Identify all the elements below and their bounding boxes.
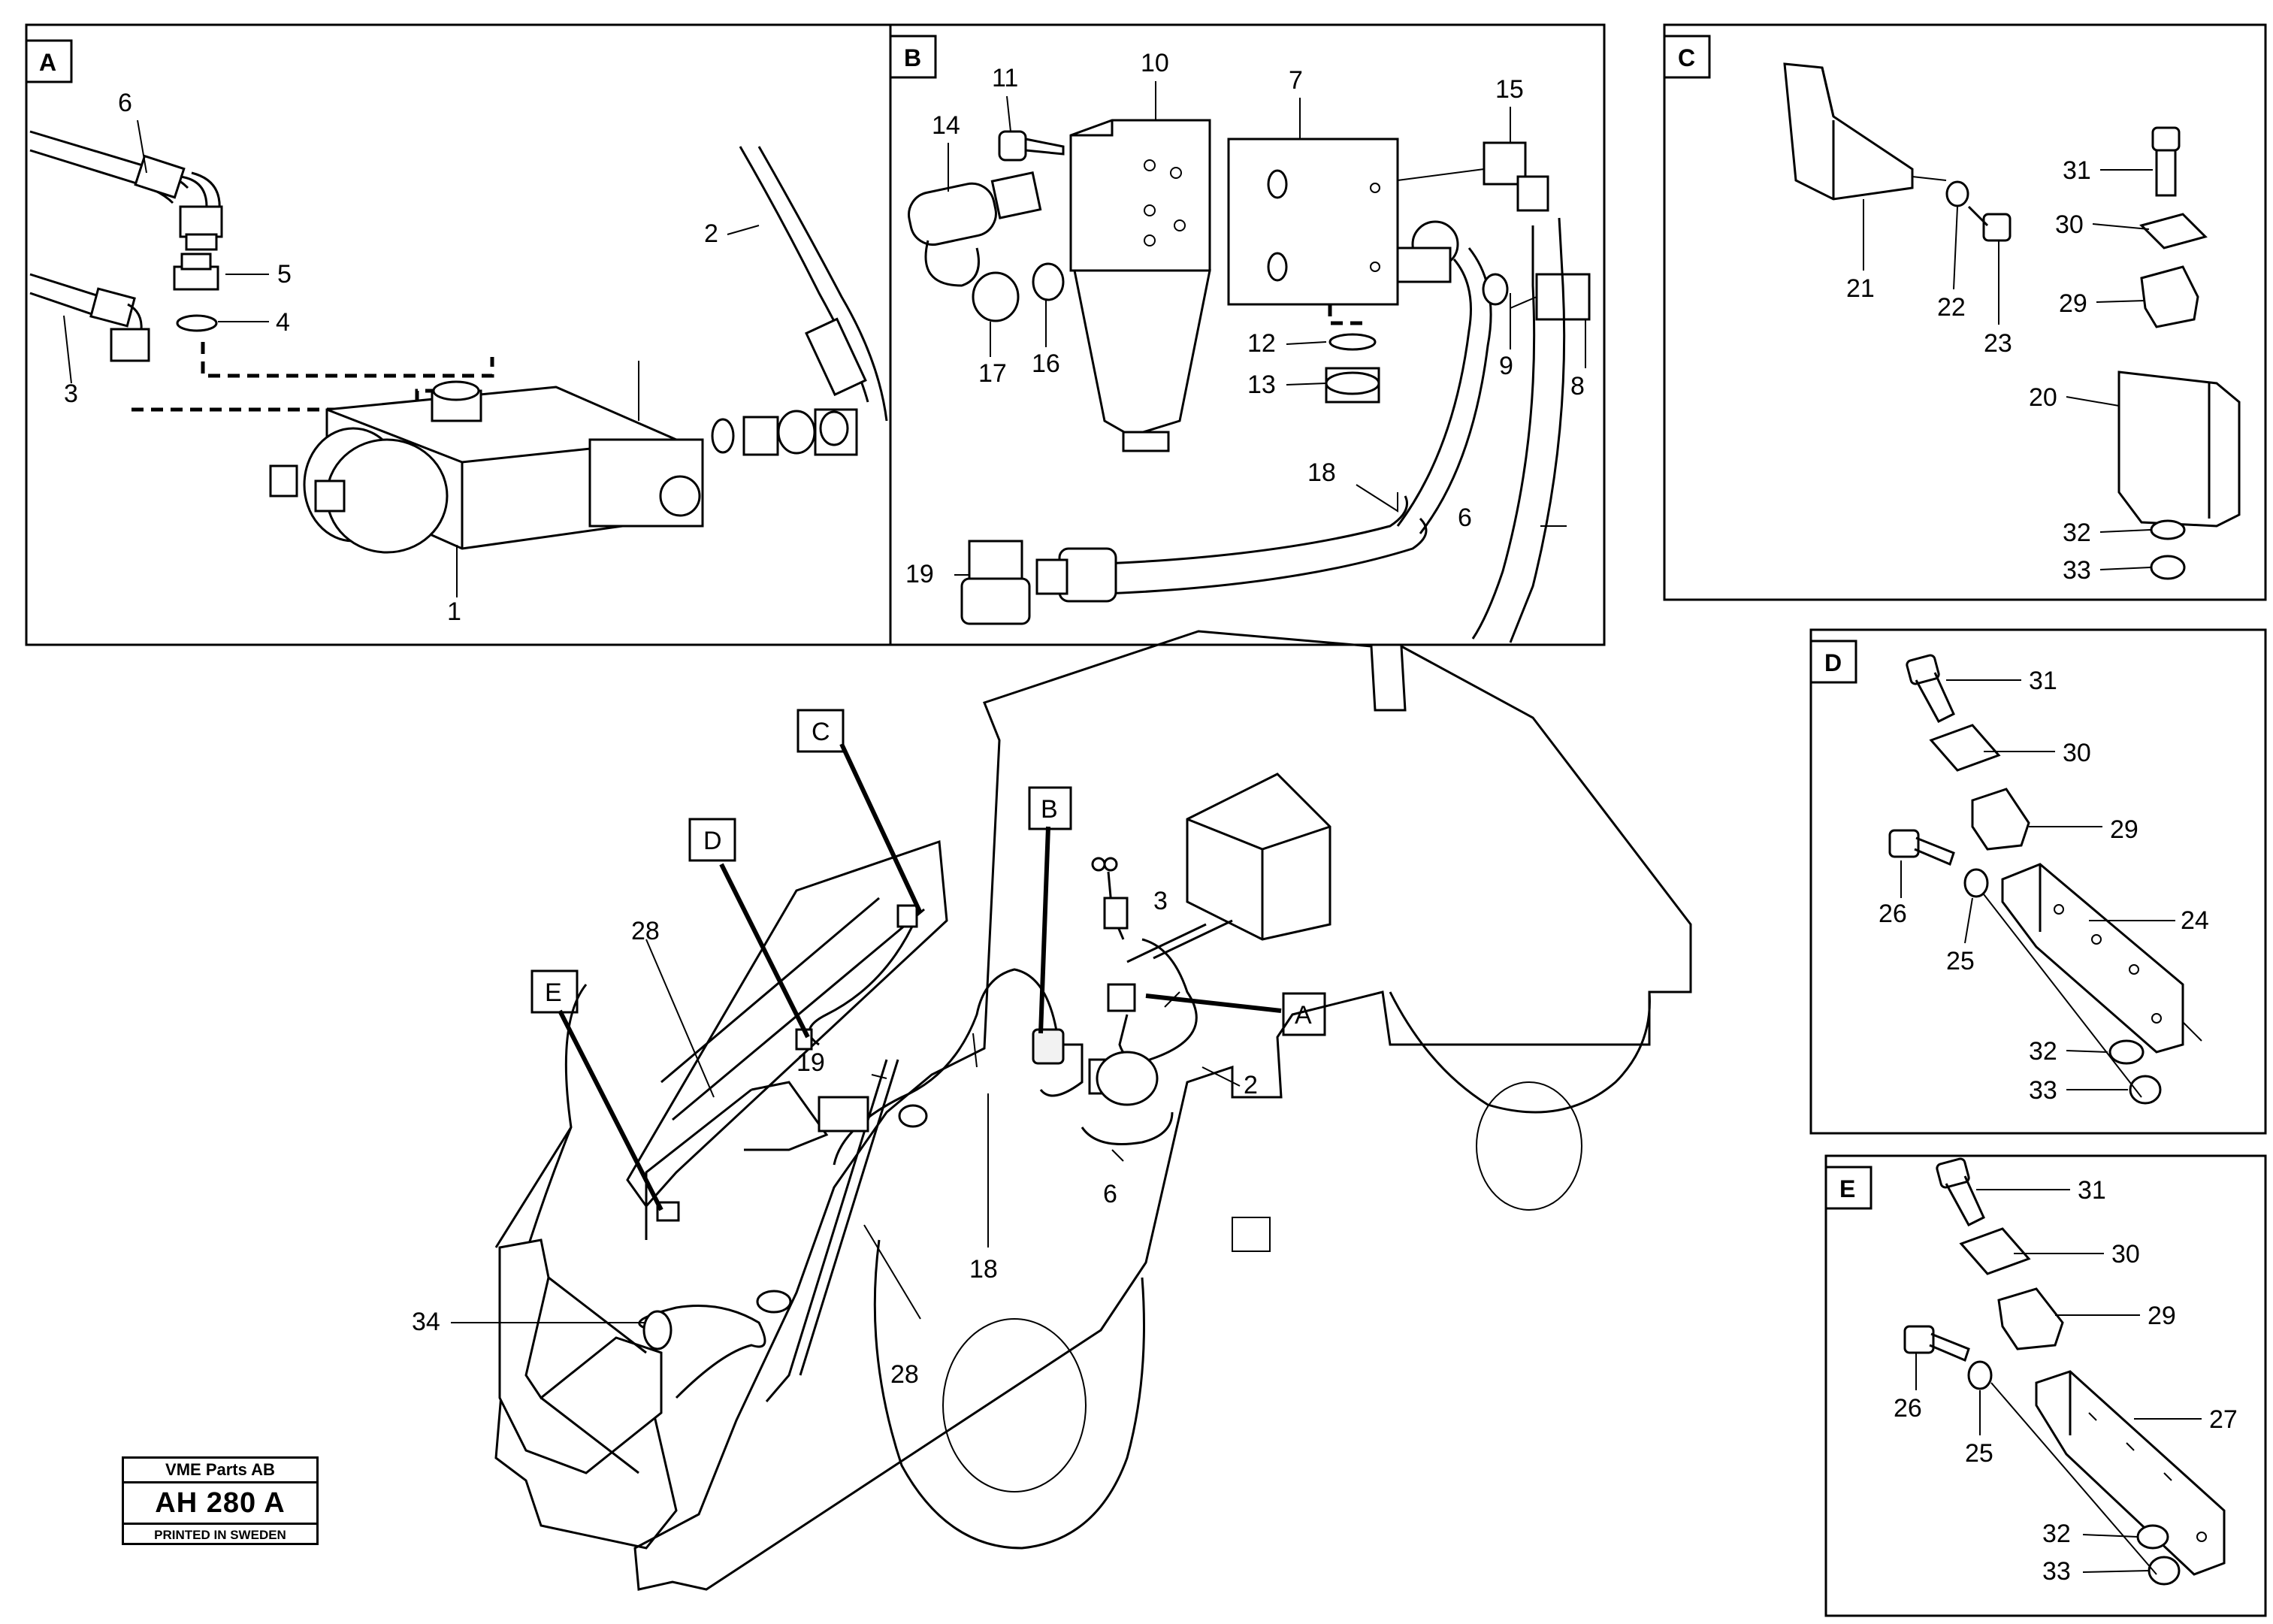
callout-b-15: 15 [1495,75,1524,104]
callout-main-34: 34 [412,1308,440,1336]
callout-c-22: 22 [1937,293,1966,322]
panel-e-label: E [1839,1175,1855,1202]
callout-c-32: 32 [2063,519,2091,547]
callout-d-30: 30 [2063,739,2091,767]
detail-panel-b: B [889,23,1606,646]
machine-overview [451,630,1692,1591]
printed-note: PRINTED IN SWEDEN [154,1528,286,1542]
marker-c: C [812,718,830,746]
marker-b: B [1041,795,1058,824]
callout-b-10: 10 [1141,49,1169,77]
callout-main-28-bottom: 28 [890,1360,919,1389]
callout-main-28-top: 28 [631,917,660,945]
callout-b-8: 8 [1570,372,1585,401]
callout-b-13: 13 [1247,370,1276,399]
callout-b-16: 16 [1032,349,1060,378]
callout-d-29: 29 [2110,815,2138,844]
callout-c-31: 31 [2063,156,2091,185]
callout-b-19: 19 [905,560,934,588]
callout-b-7: 7 [1289,66,1303,95]
callout-c-29: 29 [2059,289,2087,318]
callout-b-12: 12 [1247,329,1276,358]
callout-a-4: 4 [276,308,290,337]
callout-c-20: 20 [2029,383,2057,412]
callout-main-19: 19 [796,1048,825,1077]
callout-e-26: 26 [1894,1394,1922,1423]
marker-e: E [545,978,562,1007]
callout-c-30: 30 [2055,210,2084,239]
callout-e-33: 33 [2042,1557,2071,1586]
callout-e-29: 29 [2148,1302,2176,1330]
detail-panel-e: E [1824,1154,2267,1617]
callout-b-17: 17 [978,359,1007,388]
title-block: VME Parts AB AH 280 A PRINTED IN SWEDEN [122,1456,319,1545]
detail-panel-c: C [1663,23,2267,601]
callout-e-31: 31 [2078,1176,2106,1205]
callout-a-5: 5 [277,260,292,289]
callout-c-33: 33 [2063,556,2091,585]
callout-d-33: 33 [2029,1076,2057,1105]
callout-labels: 6 5 4 3 2 1 11 10 7 15 14 17 16 12 13 9 … [63,49,2238,1586]
callout-e-25: 25 [1965,1439,1993,1468]
callout-d-25: 25 [1946,947,1975,975]
callout-a-6: 6 [118,89,132,117]
callout-b-6: 6 [1458,504,1472,532]
callout-e-30: 30 [2111,1240,2140,1269]
callout-main-6: 6 [1103,1180,1117,1208]
panel-b-label: B [904,44,921,71]
drawing-code: AH 280 A [124,1483,316,1525]
filter-housing [1069,119,1211,452]
callout-e-32: 32 [2042,1520,2071,1548]
company-name: VME Parts AB [124,1459,316,1483]
callout-b-11: 11 [992,64,1018,92]
callout-d-32: 32 [2029,1037,2057,1066]
callout-d-26: 26 [1879,900,1907,928]
detail-panel-a: A [25,23,892,646]
callout-b-14: 14 [932,111,960,140]
callout-main-3: 3 [1153,887,1168,915]
callout-b-9: 9 [1499,352,1513,380]
panel-a-label: A [39,49,56,76]
callout-c-21: 21 [1846,274,1875,303]
callout-a-1: 1 [447,597,461,626]
valve-block [269,361,704,554]
callout-e-27: 27 [2209,1405,2238,1434]
callout-c-23: 23 [1984,329,2012,358]
marker-d: D [703,827,722,855]
callout-b-18: 18 [1307,458,1336,487]
detail-panel-d: D [1809,628,2267,1135]
panel-c-label: C [1678,44,1695,71]
callout-main-18: 18 [969,1255,998,1284]
marker-a: A [1295,1001,1312,1030]
callout-a-2: 2 [704,219,718,248]
callout-main-2: 2 [1244,1071,1258,1099]
callout-a-3: 3 [64,380,78,408]
callout-d-31: 31 [2029,667,2057,695]
callout-d-24: 24 [2181,906,2209,935]
panel-d-label: D [1824,649,1842,676]
